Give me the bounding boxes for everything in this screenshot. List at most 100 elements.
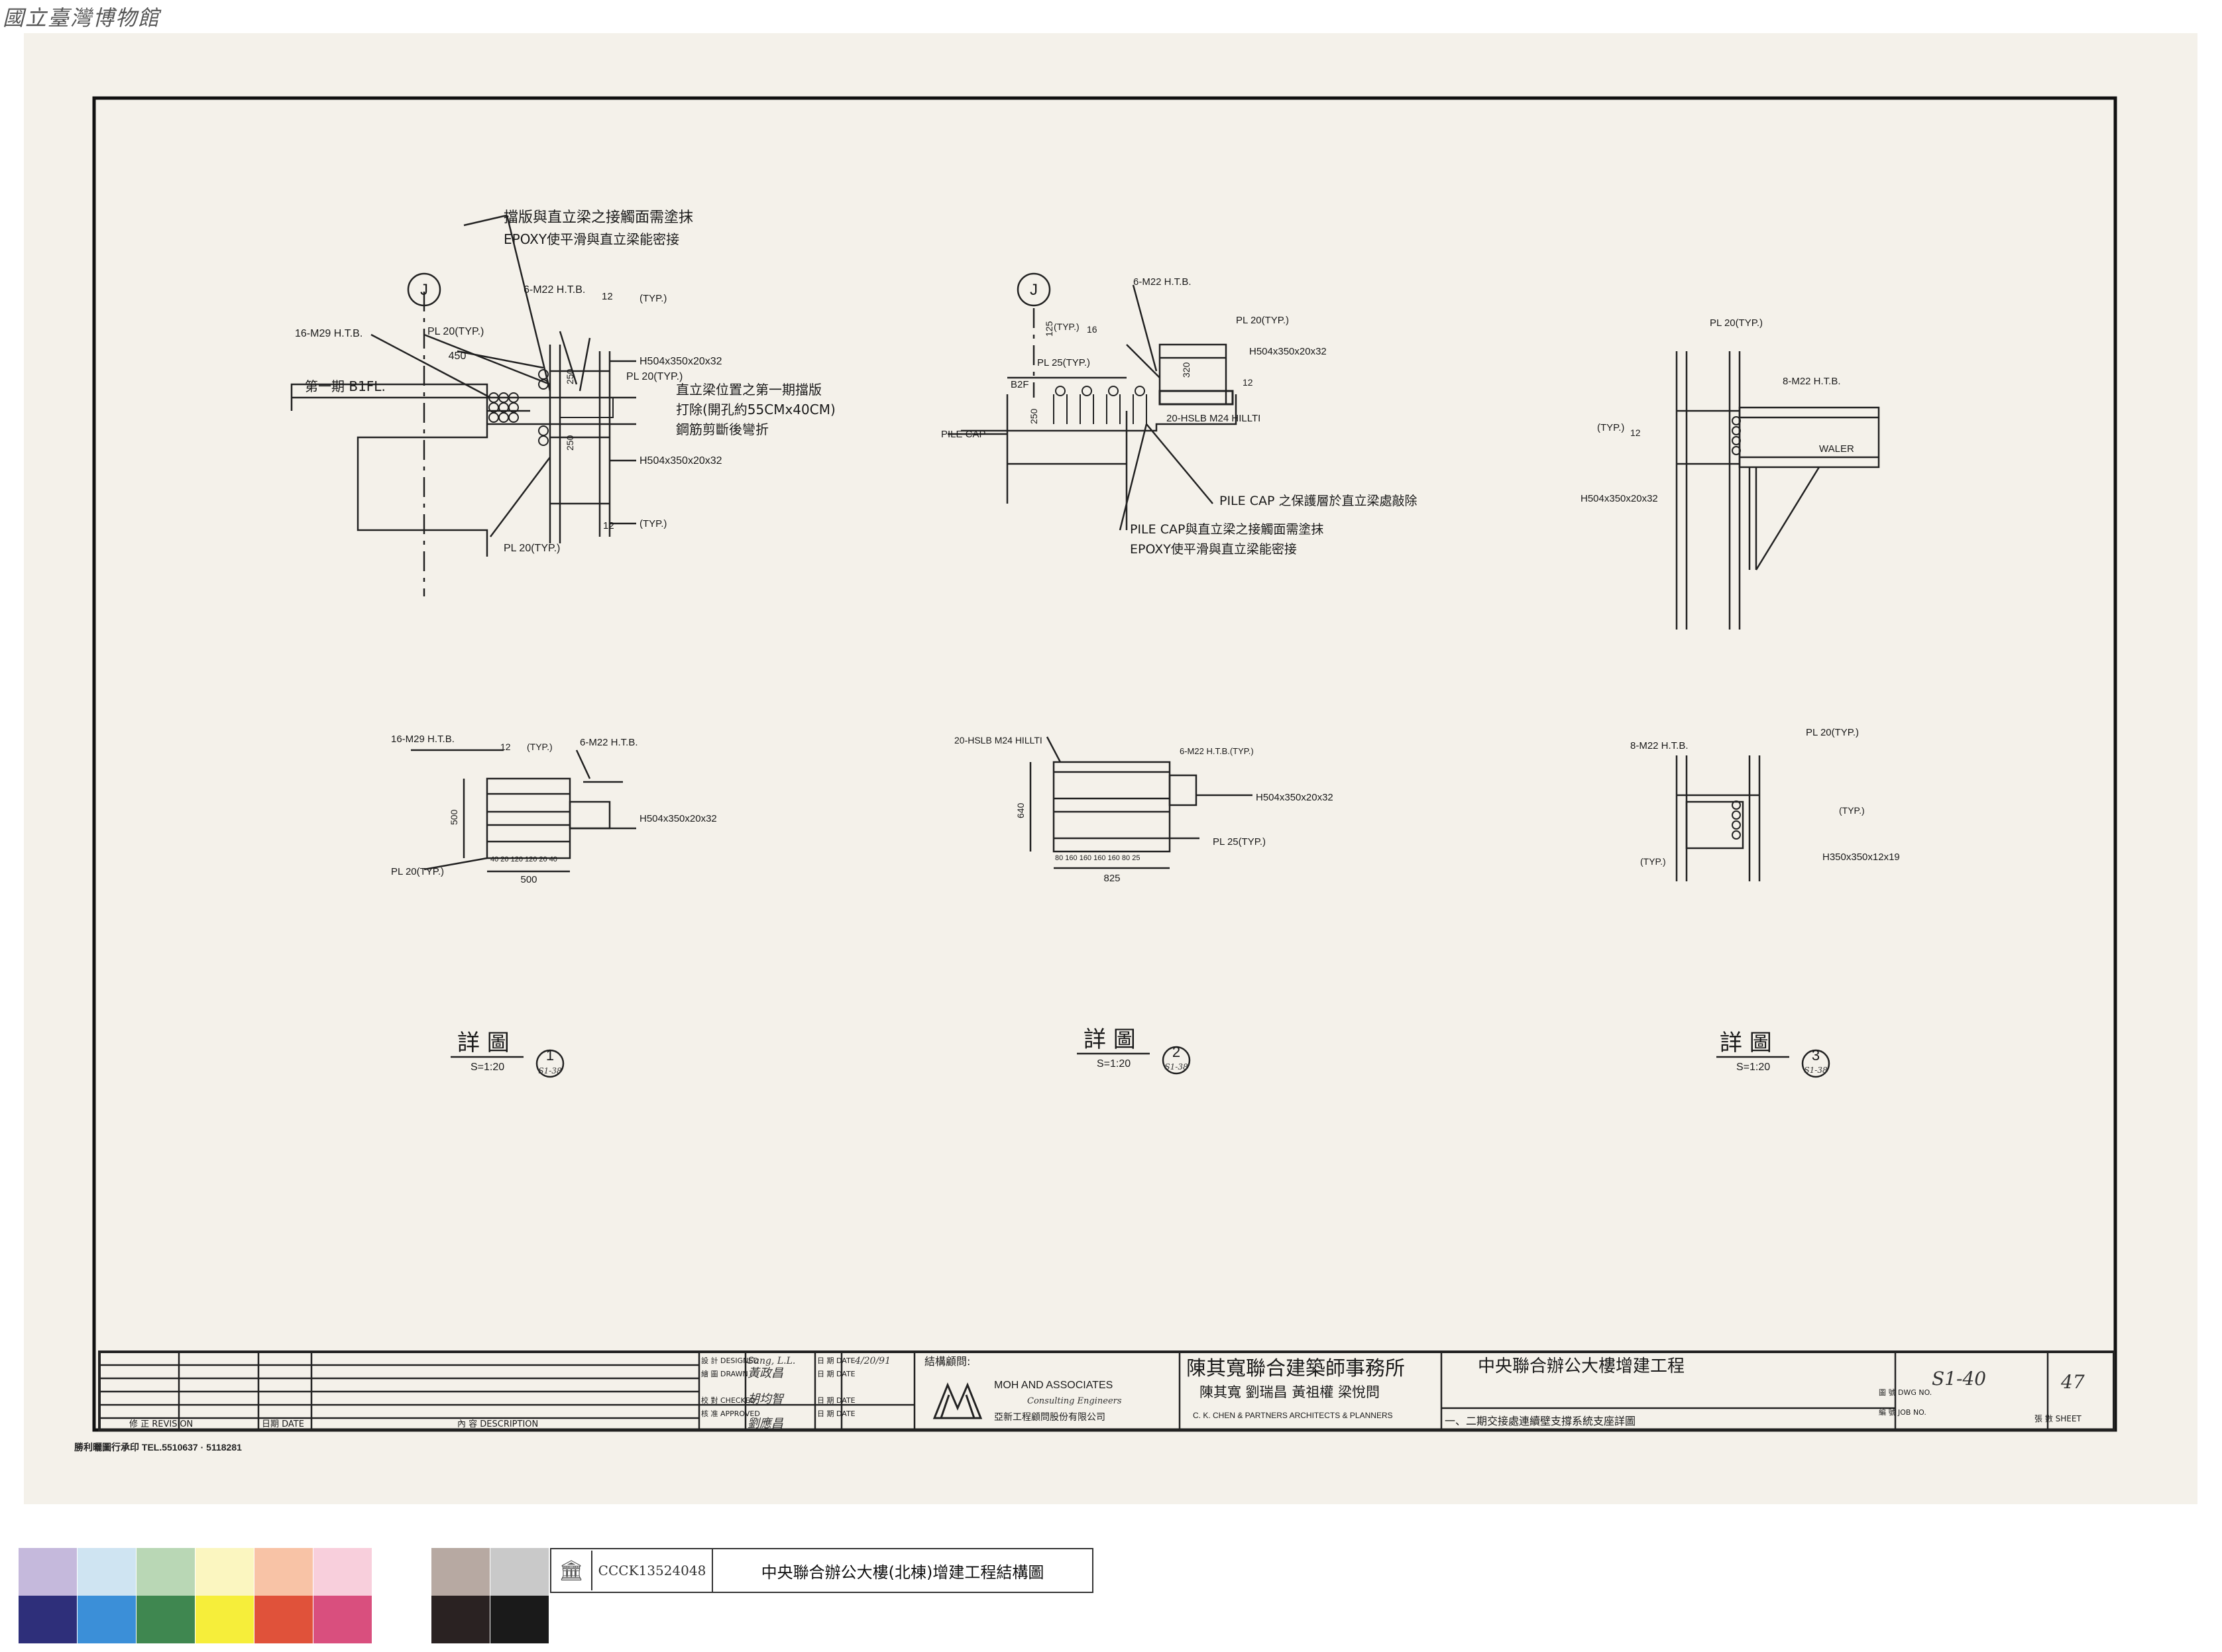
- drawing-border: [92, 96, 2117, 1432]
- d2-dim-825: 825: [1103, 873, 1120, 884]
- d3-scale: S=1:20: [1736, 1062, 1770, 1073]
- detail2-elevation: [948, 272, 1237, 531]
- detail1-section: [411, 749, 636, 873]
- tb-date-value: 4/20/91: [854, 1356, 891, 1366]
- d1-typ-b: (TYP.): [639, 518, 667, 529]
- tb-consultant-name: MOH AND ASSOCIATES: [994, 1380, 1113, 1391]
- color-swatch: [254, 1596, 313, 1643]
- tb-consultant-cn: 亞新工程顧問股份有限公司: [994, 1412, 1105, 1423]
- color-swatch: [137, 1548, 195, 1596]
- d1-scale: S=1:20: [471, 1062, 504, 1073]
- color-swatch: [78, 1548, 136, 1596]
- d2-anchor: 20-HSLB M24 HILLTI: [1166, 413, 1260, 424]
- archive-watermark: 國立臺灣博物館: [3, 5, 161, 30]
- detail2-number-circle: [1162, 1046, 1191, 1075]
- color-swatch: [78, 1596, 136, 1643]
- d2-dim-320: 320: [1181, 362, 1192, 378]
- tb-consultant-sub: Consulting Engineers: [1027, 1396, 1122, 1406]
- tb-checked: 校 對 CHECKED: [701, 1396, 755, 1405]
- color-swatch: [372, 1548, 431, 1596]
- d2-ref: S1-38: [1164, 1062, 1188, 1072]
- detail3-section: [1675, 755, 1761, 881]
- d3-weld-12: 12: [1630, 427, 1641, 438]
- d3-waler: WALER: [1819, 443, 1854, 455]
- color-swatch: [431, 1596, 490, 1643]
- tb-consultant-label: 結構顧問:: [924, 1355, 970, 1368]
- archive-label: 🏛 CCCK13524048 中央聯合辦公大樓(北棟)增建工程結構圖: [550, 1548, 1093, 1593]
- d2-weld-16: 16: [1087, 324, 1097, 335]
- tb-date-col-4: 日 期 DATE: [817, 1409, 856, 1418]
- tb-drawn: 繪 圖 DRAWN: [701, 1369, 748, 1378]
- color-swatch: [431, 1548, 490, 1596]
- d1-section-typ: (TYP.): [527, 742, 553, 752]
- detail3-labels: PL 20(TYP.) 8-M22 H.T.B. WALER H504x350x…: [1581, 317, 1900, 1075]
- d1-note-mid-3: 鋼筋剪斷後彎折: [676, 421, 769, 437]
- d2-plate-b: PL 25(TYP.): [1037, 357, 1090, 368]
- d2-scale: S=1:20: [1097, 1058, 1131, 1070]
- color-swatch: [254, 1548, 313, 1596]
- d1-floor-label: 第一期 B1FL.: [305, 378, 386, 394]
- color-swatch: [19, 1596, 77, 1643]
- d3-beam: H504x350x20x32: [1581, 493, 1658, 504]
- color-swatch: [137, 1596, 195, 1643]
- d1-dim-500h: 500: [449, 809, 459, 825]
- d1-section-plate: PL 20(TYP.): [391, 866, 444, 877]
- color-swatch: [19, 1548, 77, 1596]
- tb-designed-by: Sang, L.L.: [748, 1356, 795, 1366]
- detail3-number-circle: [1801, 1049, 1830, 1078]
- d2-dim-640: 640: [1015, 802, 1026, 818]
- tb-job-label: 編 號 JOB NO.: [1879, 1407, 1926, 1417]
- tb-approved-by: 劉應昌: [748, 1417, 784, 1431]
- d3-section-bolts: 8-M22 H.T.B.: [1630, 740, 1689, 751]
- d1-note-top-1: 擋版與直立梁之接觸面需塗抹: [504, 209, 693, 226]
- titleblock-grid: [98, 1350, 2115, 1431]
- tb-dwg-no: S1-40: [1932, 1368, 1986, 1390]
- d3-section-plate: PL 20(TYP.): [1806, 727, 1859, 738]
- d1-plate-1: PL 20(TYP.): [427, 326, 484, 337]
- drawing-sheet: [24, 33, 2197, 1504]
- d2-section-dims: 80 160 160 160 160 80 25: [1055, 854, 1140, 862]
- tb-approved: 核 准 APPROVED: [701, 1409, 760, 1418]
- d1-beam-b: H504x350x20x32: [639, 455, 722, 467]
- d1-bolts-side: 6-M22 H.T.B.: [524, 284, 585, 296]
- d1-plate-2: PL 20(TYP.): [626, 371, 683, 382]
- tb-revision-label: 修 正 REVISION: [129, 1419, 193, 1429]
- d1-section-dims: 40 20 120 120 20 40: [490, 855, 557, 863]
- d1-dim-250b: 250: [565, 435, 575, 451]
- d1-note-top-2: EPOXY使平滑與直立梁能密接: [504, 231, 679, 247]
- d1-section-bolts-side: 6-M22 H.T.B.: [580, 737, 638, 748]
- d2-title: 詳 圖: [1083, 1026, 1136, 1053]
- d2-bolts: 6-M22 H.T.B.: [1133, 276, 1192, 288]
- detail3-elevation: [1675, 351, 1880, 630]
- titleblock: 修 正 REVISION 日期 DATE 內 容 DESCRIPTION 設 計…: [129, 1355, 2085, 1431]
- tb-drawing-title: 一、二期交接處連續壁支撐系統支座詳圖: [1445, 1415, 1636, 1427]
- tb-description-label: 內 容 DESCRIPTION: [457, 1419, 538, 1429]
- detail1-labels: 擋版與直立梁之接觸面需塗抹 EPOXY使平滑與直立梁能密接 J 16-M29 H…: [295, 209, 836, 1075]
- d1-plate-3: PL 20(TYP.): [504, 543, 560, 554]
- d2-section-plate: PL 25(TYP.): [1213, 836, 1266, 848]
- d2-level: B2F: [1011, 379, 1029, 390]
- detail2-labels: J 6-M22 H.T.B. PL 20(TYP.) PL 25(TYP.) H…: [941, 276, 1417, 1072]
- tb-date-col-3: 日 期 DATE: [817, 1396, 856, 1405]
- color-swatch: [372, 1596, 431, 1643]
- d3-ref: S1-38: [1804, 1066, 1828, 1075]
- d1-typ-a: (TYP.): [639, 293, 667, 304]
- tb-date-col-1: 日 期 DATE: [817, 1356, 856, 1365]
- color-swatch: [313, 1548, 372, 1596]
- tb-sheet-label: 張 數 SHEET: [2034, 1414, 2082, 1423]
- d2-note-2: PILE CAP與直立梁之接觸面需塗抹: [1130, 522, 1323, 537]
- tb-project: 中央聯合辦公大樓增建工程: [1478, 1356, 1685, 1376]
- color-swatch: [195, 1548, 254, 1596]
- d1-dim-250a: 250: [565, 368, 575, 384]
- consultant-logo-icon: [932, 1382, 983, 1419]
- tb-date-col-2: 日 期 DATE: [817, 1370, 856, 1378]
- color-swatch: [195, 1596, 254, 1643]
- detail1-elevation: [290, 214, 636, 596]
- d2-plate-a: PL 20(TYP.): [1236, 315, 1289, 326]
- d1-beam-a: H504x350x20x32: [639, 356, 722, 367]
- color-swatch: [313, 1596, 372, 1643]
- tb-drawn-by: 黃政昌: [748, 1366, 784, 1380]
- d1-dim-450: 450: [449, 351, 467, 362]
- d1-grid-marker: J: [420, 281, 428, 299]
